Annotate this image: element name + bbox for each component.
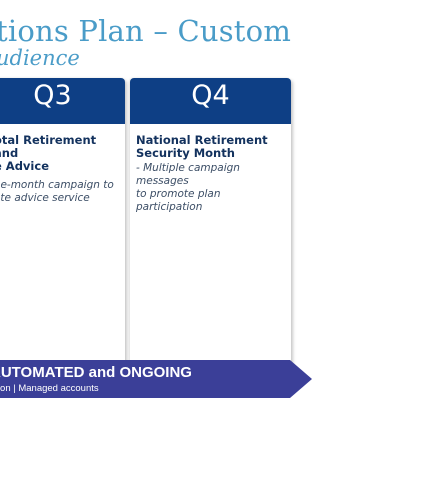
event-description-q3: ee-month campaign to ote advice service xyxy=(0,179,119,205)
event-description-line: ote advice service xyxy=(0,192,90,204)
event-description-line: ee-month campaign to xyxy=(0,179,114,191)
event-title-line: National Retirement xyxy=(136,133,268,147)
event-title-line: e Advice xyxy=(0,159,49,173)
ongoing-banner-arrow: AUTOMATED and ONGOING ation | Managed ac… xyxy=(0,360,312,398)
event-title-line: Security Month xyxy=(136,146,235,160)
quarter-header-q4: Q4 xyxy=(130,78,291,124)
quarter-body-q4: National Retirement Security Month - Mul… xyxy=(130,124,291,214)
event-description-line: to promote plan participation xyxy=(136,188,221,213)
banner-title: AUTOMATED and ONGOING xyxy=(0,364,192,381)
event-title-q4: National Retirement Security Month xyxy=(136,134,285,160)
event-description-q4: - Multiple campaign messages to promote … xyxy=(136,162,285,214)
quarter-body-q3: otal Retirement and e Advice ee-month ca… xyxy=(0,124,125,205)
quarter-card-q3: Q3 otal Retirement and e Advice ee-month… xyxy=(0,78,125,363)
quarter-header-q3: Q3 xyxy=(0,78,125,124)
title-line-2: udience xyxy=(0,46,80,70)
quarter-card-q4: Q4 National Retirement Security Month - … xyxy=(130,78,291,363)
event-description-line: - Multiple campaign messages xyxy=(136,162,240,187)
event-title-q3: otal Retirement and e Advice xyxy=(0,134,119,173)
banner-subtitle: ation | Managed accounts xyxy=(0,383,99,394)
event-title-line: otal Retirement and xyxy=(0,133,97,160)
title-line-1: tions Plan – Custom xyxy=(0,14,292,48)
